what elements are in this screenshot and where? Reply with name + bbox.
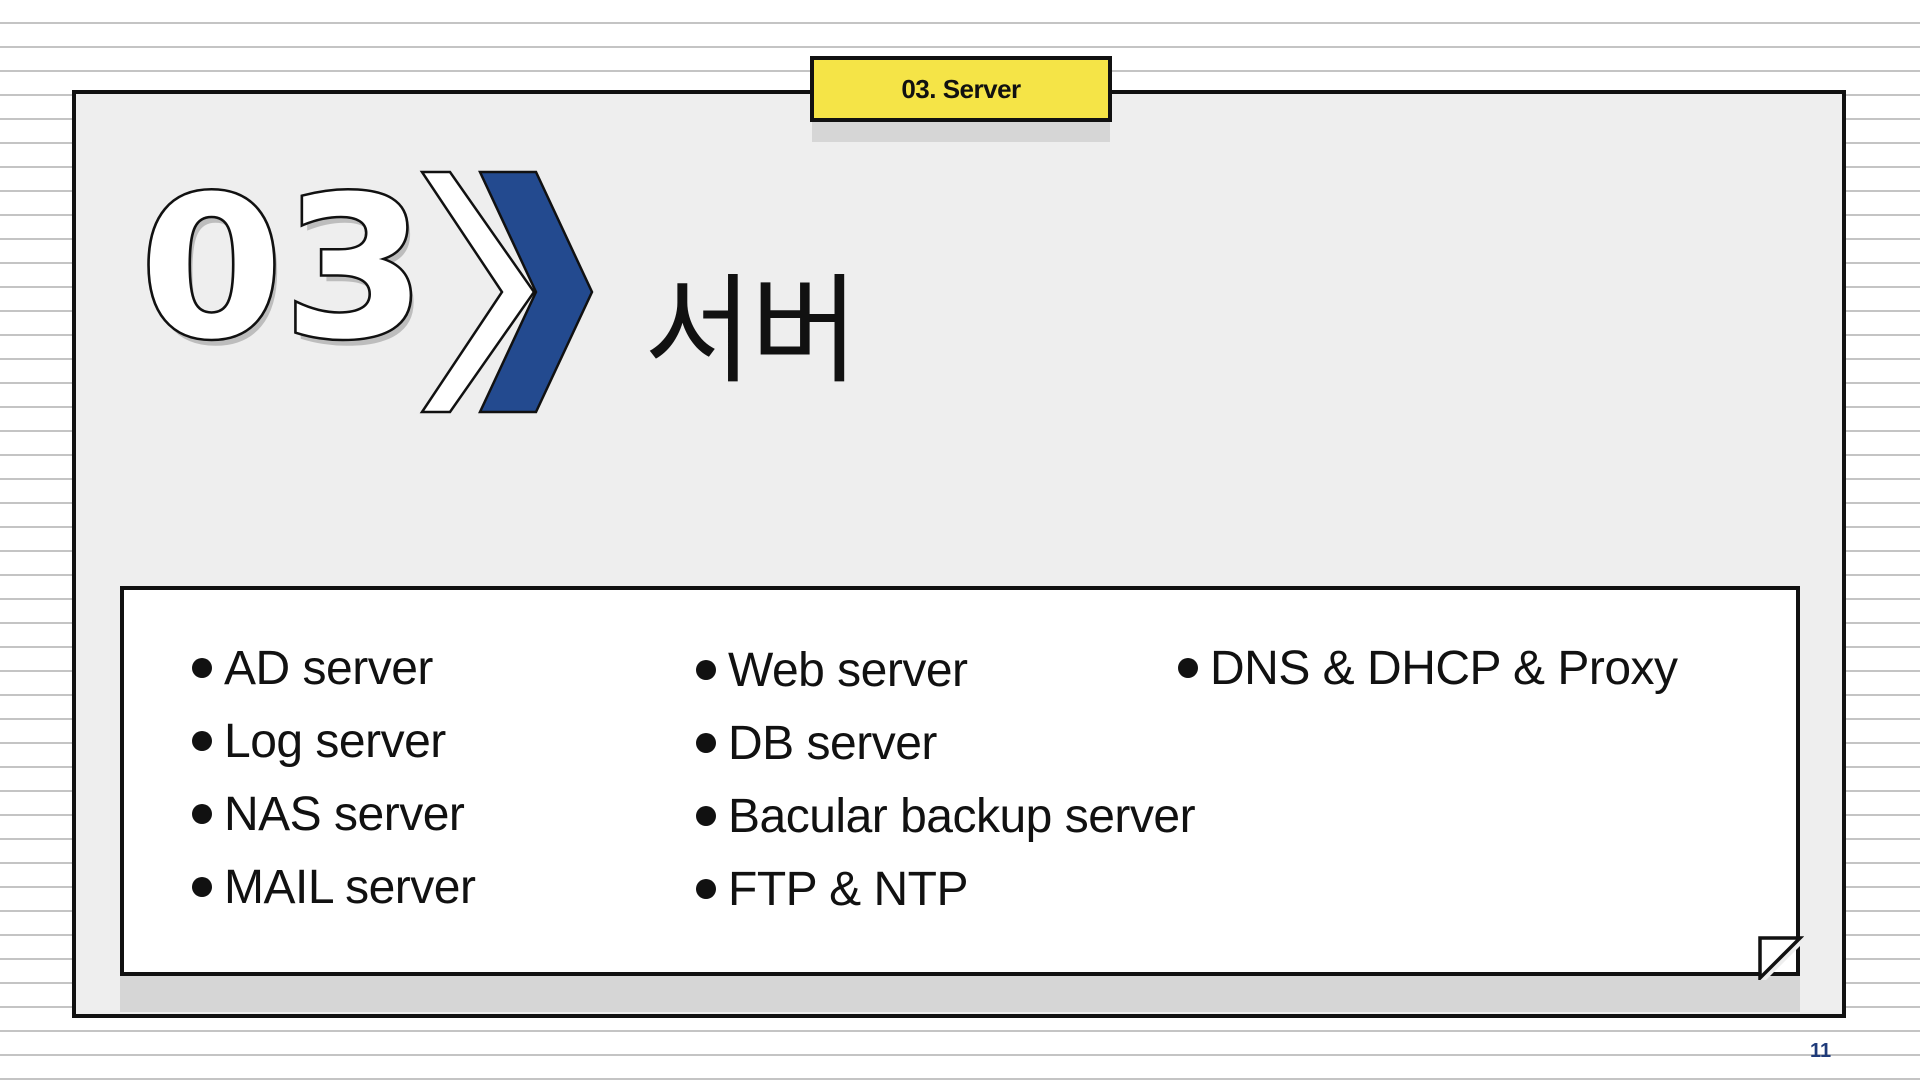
section-tab-shadow	[812, 118, 1110, 142]
section-number: 03 03	[140, 170, 430, 370]
list-item: Log server	[192, 705, 475, 778]
section-title: 서버	[644, 262, 859, 400]
list-item: DNS & DHCP & Proxy	[1178, 632, 1678, 705]
server-list-column-1: AD server Log server NAS server MAIL ser…	[192, 632, 476, 924]
section-number-shadow: 03	[144, 170, 430, 370]
double-chevron-right-icon	[419, 170, 594, 414]
list-item: DB server	[696, 707, 1195, 780]
section-tab: 03. Server	[810, 56, 1112, 122]
content-card-shadow	[120, 976, 1760, 1012]
list-item: NAS server	[192, 778, 475, 851]
list-item: MAIL server	[192, 851, 476, 924]
list-item: Bacular backup server	[696, 780, 1196, 853]
list-item: Web server	[696, 634, 1195, 707]
list-item: AD server	[192, 632, 475, 705]
section-tab-label: 03. Server	[901, 73, 1021, 104]
page-number: 11	[1810, 1040, 1832, 1062]
server-list-column-2: Web server DB server Bacular backup serv…	[696, 634, 1196, 926]
page-fold-corner-icon	[1758, 934, 1804, 980]
section-number-text: 03	[140, 170, 426, 370]
list-item: FTP & NTP	[696, 853, 1195, 926]
server-list-column-3: DNS & DHCP & Proxy	[1178, 632, 1678, 705]
